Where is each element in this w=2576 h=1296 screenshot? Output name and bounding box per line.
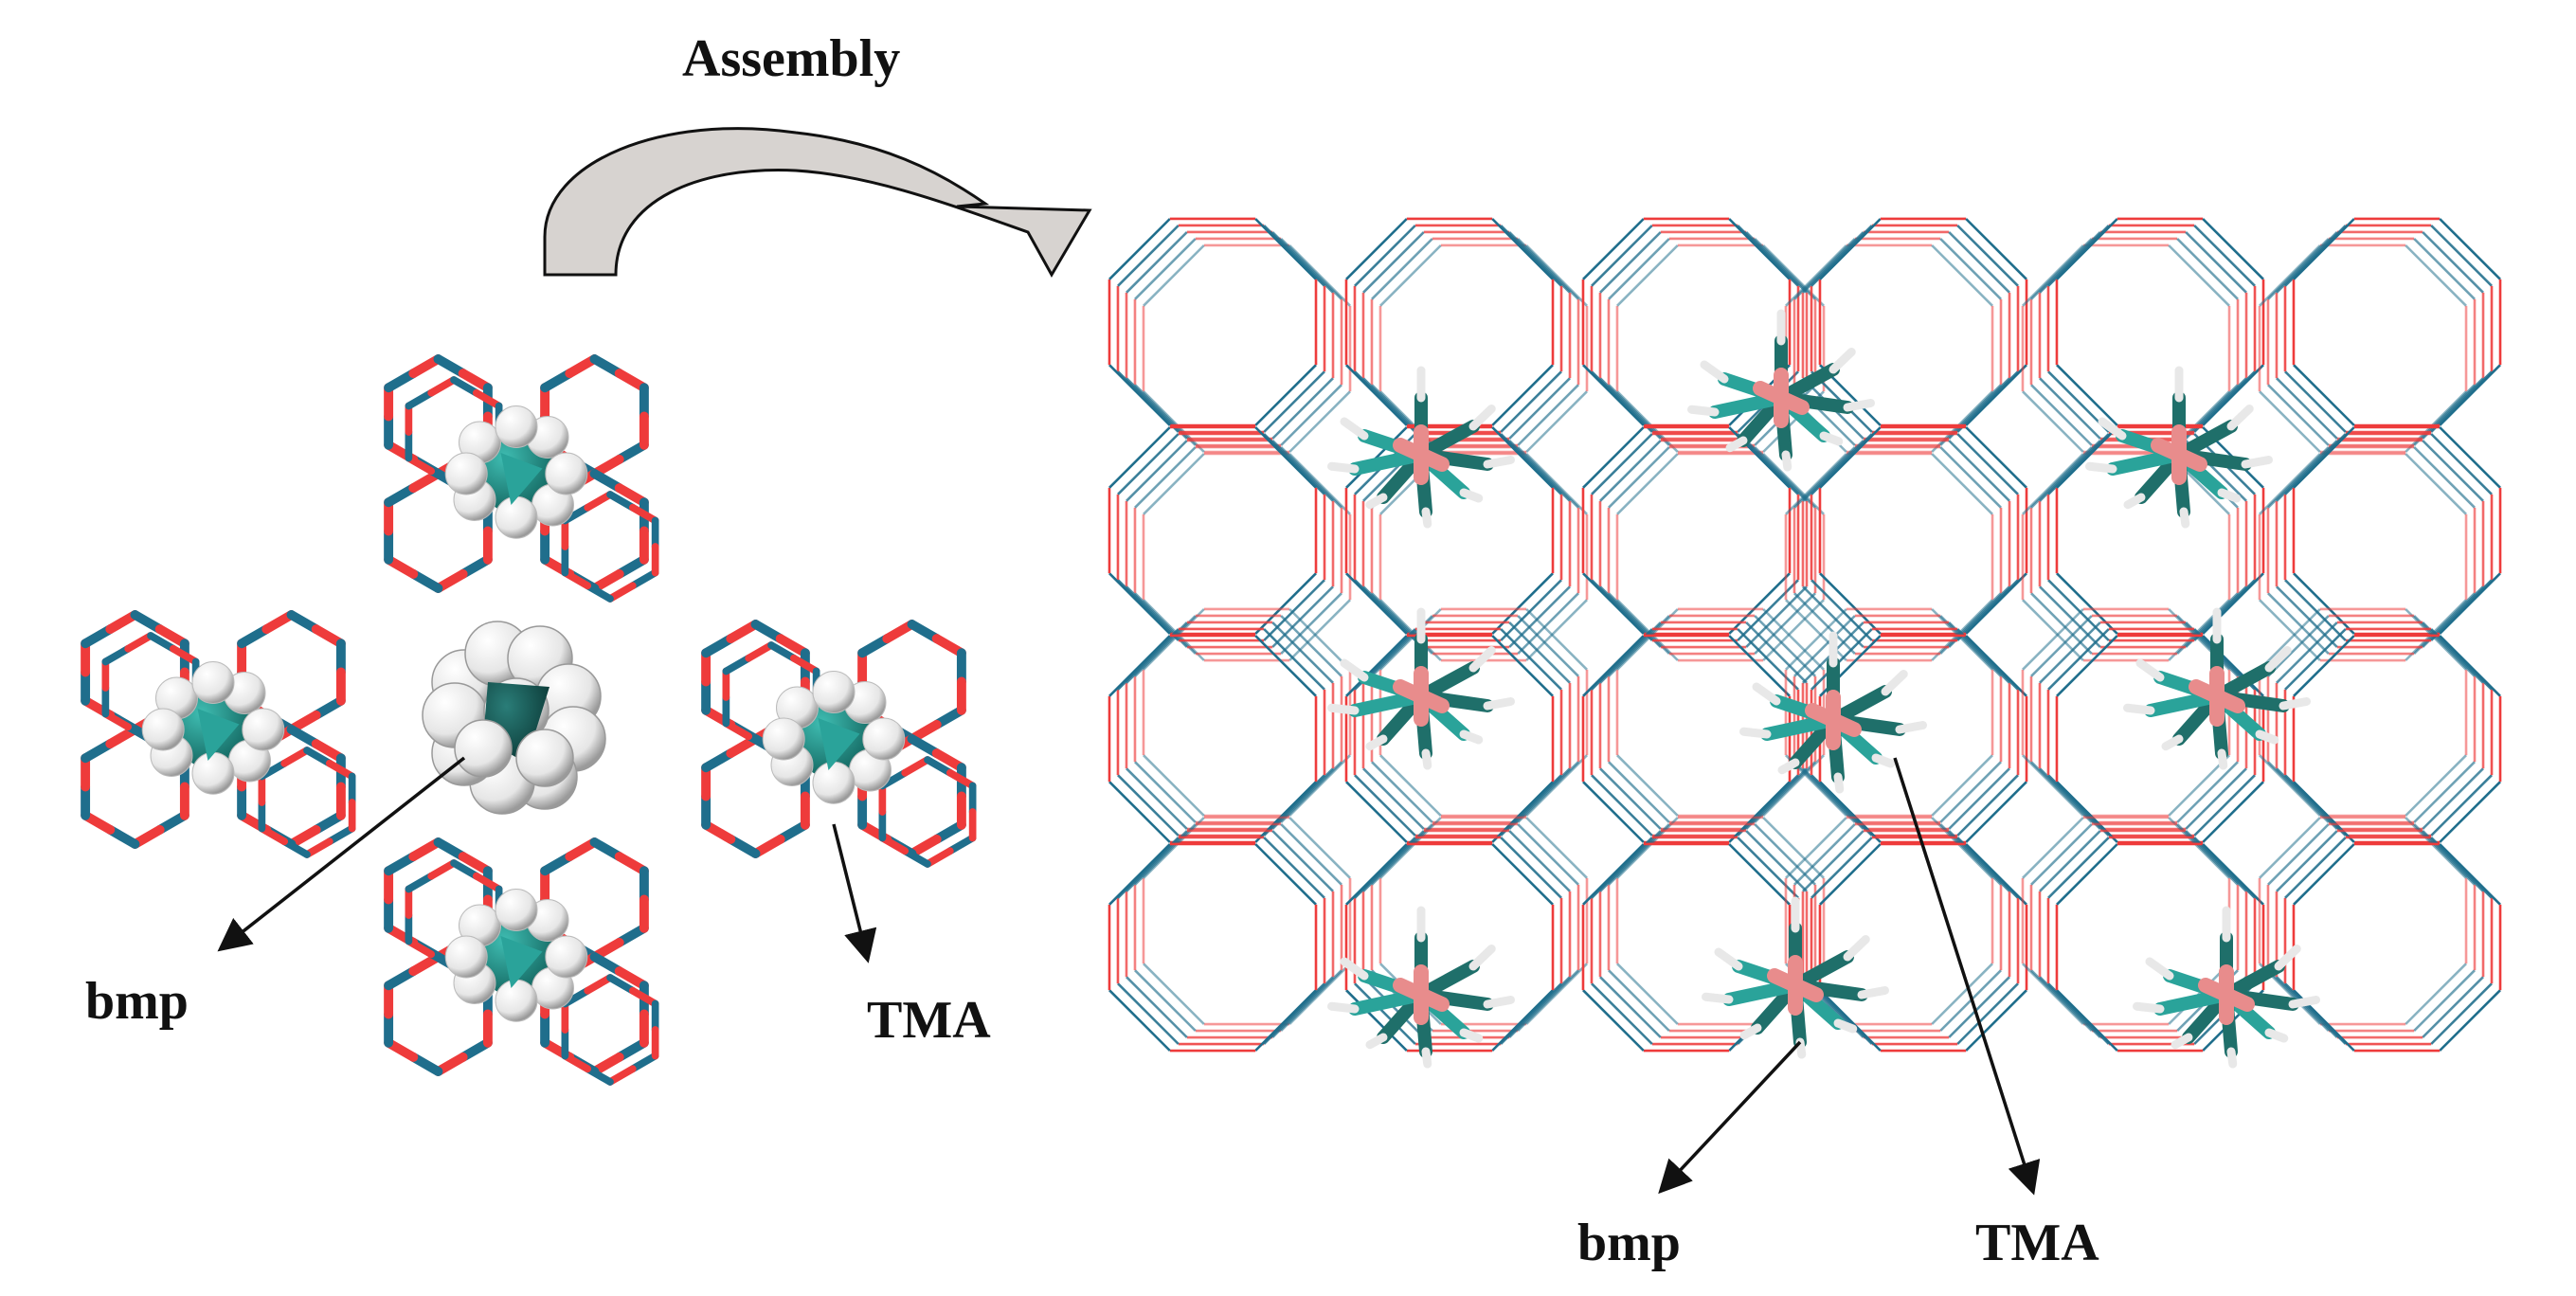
cage-unit bbox=[81, 610, 356, 858]
bmp-label-right: bmp bbox=[1577, 1214, 1681, 1272]
framework-molecule bbox=[1327, 906, 1515, 1069]
tma-molecule bbox=[141, 661, 285, 795]
tma-pointer-right bbox=[1893, 757, 2041, 1196]
framework-molecule bbox=[1702, 896, 1889, 1059]
framework-wireframe bbox=[1108, 217, 2502, 1053]
cage-unit bbox=[384, 354, 659, 603]
framework-molecule bbox=[1327, 366, 1515, 529]
framework-molecule bbox=[2123, 607, 2311, 770]
assembly-label: Assembly bbox=[682, 29, 901, 88]
framework-molecule bbox=[1739, 631, 1927, 794]
tma-pointer-left bbox=[832, 823, 877, 963]
framework-molecule bbox=[2085, 366, 2273, 529]
tma-label-left: TMA bbox=[867, 991, 991, 1050]
tma-molecule bbox=[762, 671, 906, 804]
framework-molecule bbox=[1327, 607, 1515, 770]
framework-molecule bbox=[1687, 309, 1875, 472]
curved-arrow-icon bbox=[543, 127, 1092, 279]
bmp-pointer-left bbox=[217, 756, 466, 952]
cage-unit bbox=[384, 837, 659, 1086]
tma-label-right: TMA bbox=[1975, 1214, 2099, 1272]
bmp-pointer-right bbox=[1658, 1040, 1802, 1195]
left-panel bbox=[81, 354, 977, 1086]
cage-unit bbox=[701, 620, 977, 868]
tma-molecule bbox=[444, 405, 588, 539]
tma-molecule bbox=[444, 889, 588, 1022]
bmp-label-left: bmp bbox=[85, 972, 189, 1031]
bmp-molecule bbox=[422, 621, 606, 815]
right-panel bbox=[1108, 217, 2502, 1069]
framework-molecule bbox=[2133, 906, 2320, 1069]
